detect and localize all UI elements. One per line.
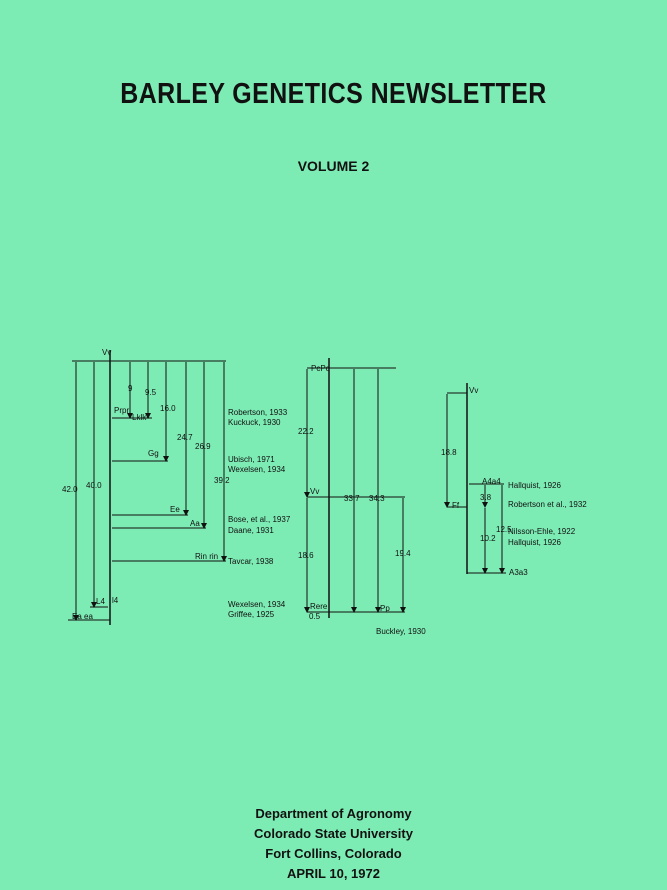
map2-distance: 33.7 [344,494,360,503]
map3-distance: 3.8 [480,493,492,502]
map1-locus: Lklk [132,413,147,422]
map1-reference: Wexelsen, 1934 [228,600,286,609]
map3-distance: 18.8 [441,448,457,457]
map1-reference: Tavcar, 1938 [228,557,274,566]
map2-reference: Buckley, 1930 [376,627,426,636]
map1-distance: 39.2 [214,476,230,485]
map3-reference: Nilsson-Ehle, 1922 [508,527,576,536]
map3-reference: Robertson et al., 1932 [508,500,587,509]
linkage-map-1 [68,350,227,625]
map2-distance: 0.5 [309,612,321,621]
map1-locus: Prpr [114,406,129,415]
map1-distance: 24.7 [177,433,193,442]
map1-reference: Wexelsen, 1934 [228,465,286,474]
map3-reference: Hallquist, 1926 [508,481,561,490]
map1-locus: l4 [112,596,119,605]
newsletter-title: BARLEY GENETICS NEWSLETTER [120,78,547,110]
map2-locus: Rere [310,602,328,611]
map1-distance: 40.0 [86,481,102,490]
volume-label: VOLUME 2 [297,158,370,174]
department-line: Department of Agronomy [255,806,412,821]
map1-reference: Daane, 1931 [228,526,274,535]
map1-distance: 26.9 [195,442,211,451]
map1-distance: 42.0 [62,485,78,494]
map1-locus: Ea ea [72,612,93,621]
map2-distance: 19.4 [395,549,411,558]
map2-top-locus: PcPc [311,364,330,373]
map1-distance: 16.0 [160,404,176,413]
map1-distance: 9 [128,384,133,393]
map3-locus: A3a3 [509,568,528,577]
university-line: Colorado State University [254,826,413,841]
map1-locus: Rin rin [195,552,218,561]
map3-top-locus: Vv [469,386,478,395]
map1-reference: Robertson, 1933 [228,408,288,417]
map2-locus: Pp [380,604,390,613]
date-line: APRIL 10, 1972 [287,866,380,881]
publisher-block: Department of Agronomy Colorado State Un… [0,804,667,884]
map1-locus: Aa [190,519,200,528]
map1-distance: 9.5 [145,388,157,397]
map2-locus: Vv [310,487,319,496]
linkage-map-3 [444,383,506,574]
map2-distance: 22.2 [298,427,314,436]
map1-reference: Bose, et al., 1937 [228,515,291,524]
map1-locus: L4 [96,597,105,606]
map3-distance: 10.2 [480,534,496,543]
map3-distance: 12.5 [496,525,512,534]
map2-distance: 34.3 [369,494,385,503]
map3-locus: A4a4 [482,477,501,486]
map1-top-locus: Vv [102,348,111,357]
map1-locus: Ee [170,505,180,514]
linkage-map-2 [304,358,406,618]
map3-reference: Hallquist, 1926 [508,538,561,547]
map1-reference: Ubisch, 1971 [228,455,275,464]
map1-reference: Kuckuck, 1930 [228,418,281,427]
map3-locus: Ff [452,501,460,510]
city-line: Fort Collins, Colorado [265,846,402,861]
map2-distance: 18.6 [298,551,314,560]
map1-locus: Gg [148,449,159,458]
map1-reference: Griffee, 1925 [228,610,275,619]
